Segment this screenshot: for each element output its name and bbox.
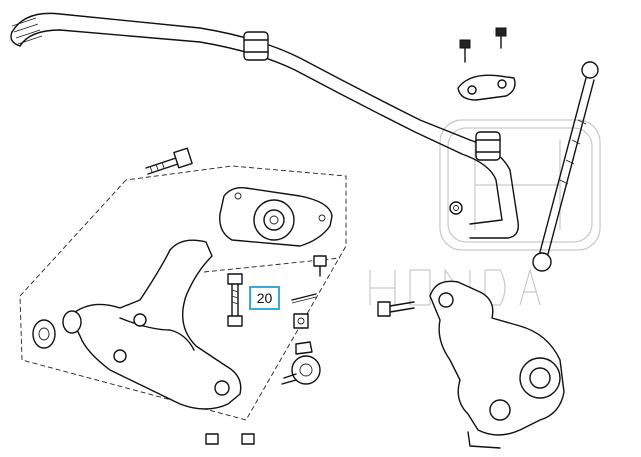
- stabilizer-bushing-right[interactable]: [475, 131, 501, 161]
- ball-joint[interactable]: [281, 341, 321, 385]
- compliance-bolt[interactable]: [145, 147, 193, 175]
- steering-knuckle[interactable]: [429, 280, 565, 449]
- callout-label: 20: [257, 290, 273, 306]
- bushing-holder-bracket[interactable]: [457, 74, 516, 101]
- front-bushing[interactable]: [32, 310, 82, 349]
- nut-icon[interactable]: [449, 201, 463, 215]
- castle-nut-icon[interactable]: [293, 255, 327, 329]
- stabilizer-bushing-left[interactable]: [243, 31, 269, 61]
- stabilizer-bar[interactable]: [10, 12, 519, 239]
- stabilizer-link[interactable]: [532, 61, 599, 272]
- knuckle-bolt[interactable]: [377, 301, 415, 317]
- cotter-pin-icon[interactable]: [291, 293, 317, 304]
- callout-20[interactable]: 20: [249, 286, 280, 310]
- compliance-bushing[interactable]: [219, 186, 333, 247]
- lower-control-arm[interactable]: [69, 239, 242, 410]
- arm-bolt[interactable]: [227, 273, 243, 327]
- bottom-nuts[interactable]: [205, 433, 255, 445]
- flange-bolt-icon[interactable]: [459, 27, 507, 63]
- honda-watermark: [369, 119, 601, 307]
